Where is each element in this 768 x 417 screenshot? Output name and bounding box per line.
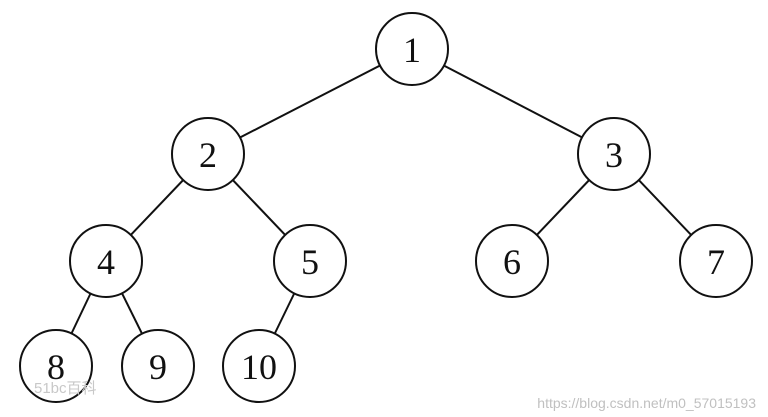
nodes-layer: 1 2 3 4 5 6 7 8 9 10	[19, 12, 753, 403]
tree-node-3: 3	[577, 117, 651, 191]
node-circle	[375, 12, 449, 86]
node-circle	[577, 117, 651, 191]
tree-node-10: 10	[222, 329, 296, 403]
edges-layer	[55, 48, 717, 367]
tree-node-2: 2	[171, 117, 245, 191]
node-label: 8	[47, 347, 65, 387]
tree-node-5: 5	[273, 224, 347, 298]
node-label: 9	[149, 347, 167, 387]
tree-node-9: 9	[121, 329, 195, 403]
node-circle	[679, 224, 753, 298]
edge-n1-n2	[207, 48, 413, 155]
node-circle	[171, 117, 245, 191]
edge-n1-n3	[411, 48, 615, 155]
node-label: 1	[403, 30, 421, 70]
node-label: 2	[199, 135, 217, 175]
node-label: 6	[503, 242, 521, 282]
node-circle	[222, 329, 296, 403]
node-circle	[69, 224, 143, 298]
node-label: 3	[605, 135, 623, 175]
node-circle	[19, 329, 93, 403]
watermark-url: https://blog.csdn.net/m0_57015193	[537, 395, 756, 411]
watermark-left: 51bc百科	[34, 380, 97, 397]
node-circle	[121, 329, 195, 403]
node-label: 10	[241, 347, 277, 387]
tree-node-1: 1	[375, 12, 449, 86]
node-circle	[475, 224, 549, 298]
tree-node-4: 4	[69, 224, 143, 298]
tree-node-7: 7	[679, 224, 753, 298]
tree-node-8: 8	[19, 329, 93, 403]
node-label: 4	[97, 242, 115, 282]
node-label: 5	[301, 242, 319, 282]
tree-node-6: 6	[475, 224, 549, 298]
node-circle	[273, 224, 347, 298]
node-label: 7	[707, 242, 725, 282]
